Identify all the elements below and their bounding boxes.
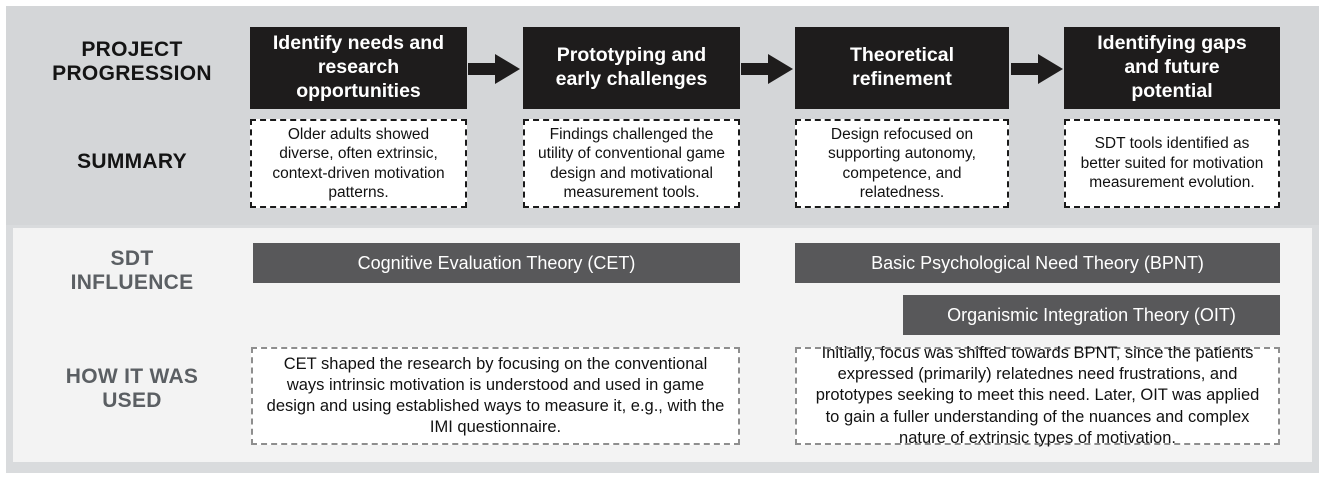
stage-box-4: Identifying gaps and future potential [1064,27,1280,109]
stage-title-4: Identifying gaps and future potential [1097,32,1247,102]
stage-box-1: Identify needs and research opportunitie… [250,27,467,109]
theory-bar-bpnt: Basic Psychological Need Theory (BPNT) [795,243,1280,283]
stage-box-2: Prototyping and early challenges [523,27,740,109]
row-label-project-progression: PROJECT PROGRESSION [52,38,212,86]
summary-box-1: Older adults showed diverse, often extri… [250,119,467,208]
summary-text-4: SDT tools identified as better suited fo… [1080,135,1264,192]
right-arrow-icon-stage-2-to-3 [741,54,793,84]
usage-text-bpnt-oit: Initially, focus was shifted towards BPN… [815,344,1260,447]
row-label-summary: SUMMARY [77,150,187,173]
row-label-sdt-influence: SDT INFLUENCE [70,247,194,295]
theory-label-oit: Organismic Integration Theory (OIT) [947,304,1236,325]
usage-box-cet: CET shaped the research by focusing on t… [251,347,740,445]
theory-bar-oit: Organismic Integration Theory (OIT) [903,295,1280,335]
summary-text-2: Findings challenged the utility of conve… [538,125,725,201]
stage-title-1: Identify needs and research opportunitie… [272,32,445,102]
usage-text-cet: CET shaped the research by focusing on t… [266,354,725,437]
right-arrow-icon-stage-3-to-4 [1011,54,1063,84]
summary-text-1: Older adults showed diverse, often extri… [272,125,445,201]
summary-box-2: Findings challenged the utility of conve… [523,119,740,208]
stage-title-2: Prototyping and early challenges [555,44,708,90]
summary-text-3: Design refocused on supporting autonomy,… [828,125,976,201]
stage-title-3: Theoretical refinement [849,44,955,90]
usage-box-bpnt-oit: Initially, focus was shifted towards BPN… [795,344,1280,447]
theory-label-bpnt: Basic Psychological Need Theory (BPNT) [871,252,1204,273]
right-arrow-icon-stage-1-to-2 [468,54,520,84]
theory-bar-cet: Cognitive Evaluation Theory (CET) [253,243,740,283]
row-label-how-it-was-used: HOW IT WAS USED [65,365,199,413]
summary-box-3: Design refocused on supporting autonomy,… [795,119,1009,208]
summary-box-4: SDT tools identified as better suited fo… [1064,119,1280,208]
stage-box-3: Theoretical refinement [795,27,1009,109]
theory-label-cet: Cognitive Evaluation Theory (CET) [357,252,636,273]
